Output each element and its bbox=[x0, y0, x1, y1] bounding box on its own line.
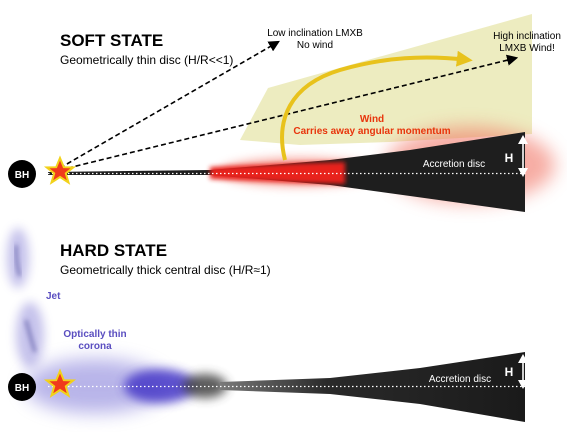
soft-bh-label: BH bbox=[15, 170, 29, 181]
wind-description: Carries away angular momentum bbox=[293, 126, 450, 137]
low-inclination-label: Low inclination LMXB bbox=[267, 28, 363, 39]
hard-accretion-disc-label: Accretion disc bbox=[429, 374, 491, 385]
jet-blob-upper bbox=[7, 228, 29, 288]
low-inclination-sightline bbox=[59, 40, 280, 169]
hard-bh-label: BH bbox=[15, 383, 29, 394]
no-wind-label: No wind bbox=[297, 40, 333, 51]
hard-state-subtitle: Geometrically thick central disc (H/R≈1) bbox=[60, 263, 271, 277]
jet-label: Jet bbox=[46, 291, 61, 302]
corona-label-line1: Optically thin bbox=[63, 329, 126, 340]
soft-state-panel bbox=[8, 14, 555, 212]
soft-accretion-disc-label: Accretion disc bbox=[423, 159, 485, 170]
hard-state-title: HARD STATE bbox=[60, 241, 167, 260]
hard-state-panel bbox=[7, 228, 528, 422]
soft-star-icon bbox=[43, 155, 77, 185]
hard-star-icon bbox=[43, 368, 77, 398]
lmxb-wind-label: LMXB Wind! bbox=[499, 43, 555, 54]
wind-region bbox=[240, 14, 532, 145]
wind-arrow bbox=[280, 50, 473, 161]
soft-state-title: SOFT STATE bbox=[60, 31, 163, 50]
soft-h-label: H bbox=[505, 151, 514, 165]
corona-label-line2: corona bbox=[78, 341, 112, 352]
hard-black-hole bbox=[8, 373, 36, 401]
wind-label: Wind bbox=[360, 114, 384, 125]
soft-state-subtitle: Geometrically thin disc (H/R<<1) bbox=[60, 53, 233, 67]
high-inclination-label: High inclination bbox=[493, 31, 561, 42]
soft-black-hole bbox=[8, 160, 36, 188]
hard-h-label: H bbox=[505, 365, 514, 379]
